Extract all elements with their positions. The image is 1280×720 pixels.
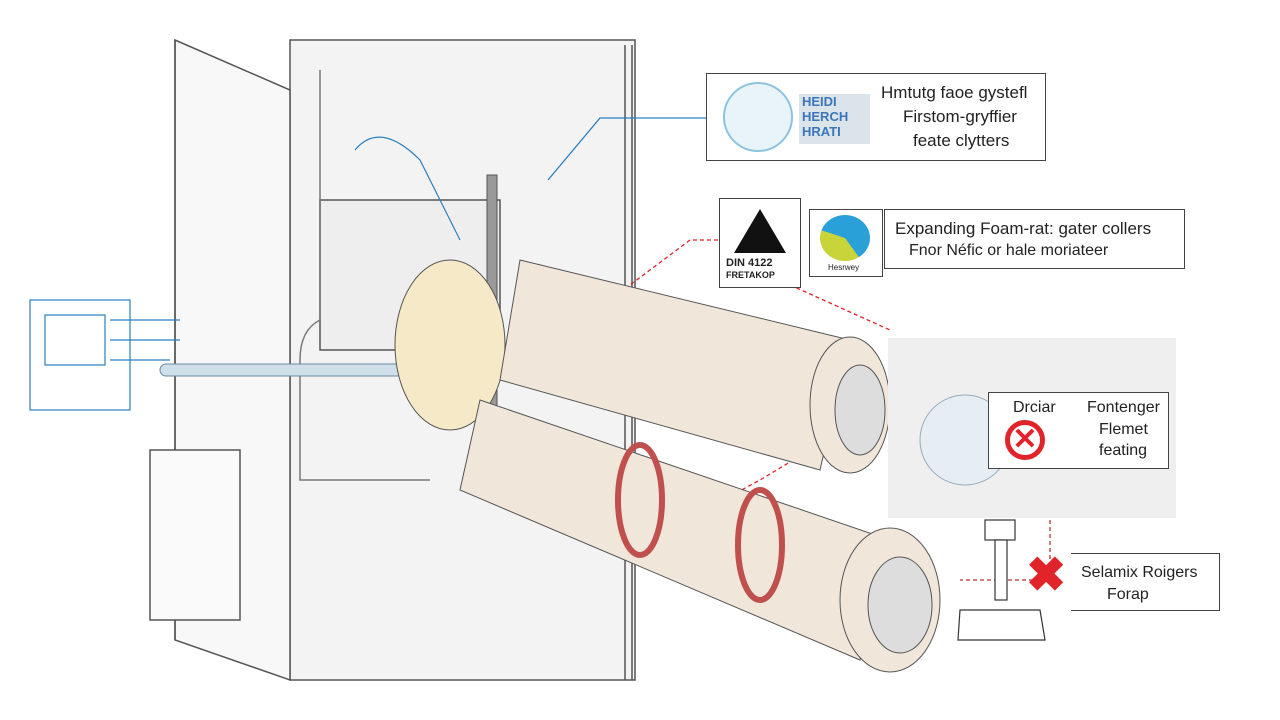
callout-line: Fontenger [1087, 399, 1160, 416]
globe-caption: Hesrwey [828, 263, 860, 272]
upper-pipe [499, 259, 891, 474]
heater-device-icon [29, 299, 180, 411]
callout-line: Forap [1107, 586, 1149, 603]
callout-line: Firstom-gryffier [903, 107, 1017, 126]
callout-fire-element: Drciar ✕ Fontenger Flemet feating [988, 392, 1169, 469]
callout-line: Hmtutg faoe gystefl [881, 83, 1028, 102]
valve-icon [957, 519, 1046, 641]
red-x-icon: ✖ [1026, 549, 1067, 602]
prohibited-icon: ✕ [1005, 420, 1045, 460]
callout-heating-system: HEIDI HERCH HRATI Hmtutg faoe gystefl Fi… [706, 73, 1046, 161]
brand-logo: HEIDI HERCH HRATI [799, 94, 870, 144]
lower-pipe [459, 399, 941, 673]
callout-line: feate clytters [913, 131, 1010, 150]
din-sub: FRETAKOP [726, 270, 775, 280]
logo-line: HEIDI [802, 94, 837, 109]
warning-triangle-icon [734, 209, 786, 253]
callout-line: Flemet [1099, 421, 1148, 438]
callout-label: Drciar [1013, 399, 1056, 416]
callout-line: Expanding Foam-rat: gater collers [895, 219, 1152, 238]
callout-line: feating [1099, 442, 1148, 459]
globe-badge: Hesrwey [809, 209, 883, 277]
callout-line: Fnor Néfic or hale moriateer [909, 242, 1109, 259]
din-code: DIN 4122 [726, 257, 773, 269]
callout-line: Selamix Roigers [1081, 564, 1198, 581]
water-drop-logo-icon [723, 82, 793, 152]
globe-icon [820, 215, 870, 261]
fire-collar [394, 259, 506, 431]
callout-expanding-foam: Expanding Foam-rat: gater collers Fnor N… [884, 209, 1185, 269]
logo-line: HRATI [802, 124, 841, 139]
callout-bottom: Selamix Roigers Forap [1071, 553, 1220, 611]
logo-line: HERCH [802, 109, 849, 124]
callout-warning: DIN 4122 FRETAKOP [719, 198, 801, 288]
